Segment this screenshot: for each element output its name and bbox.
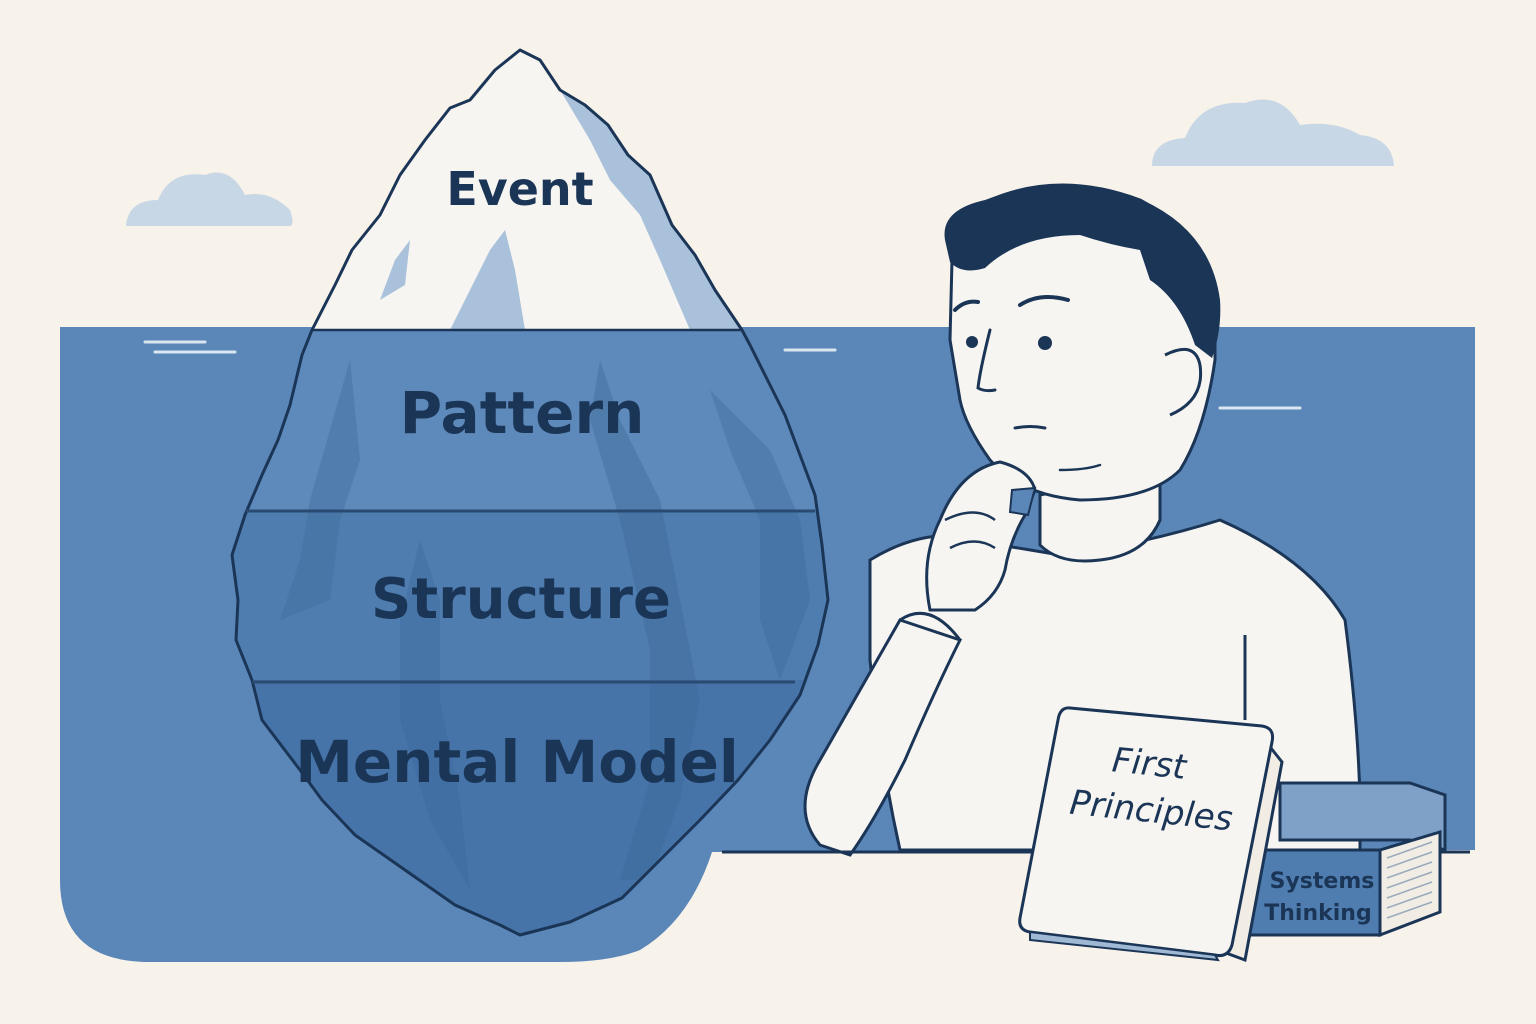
iceberg-illustration: Event Pattern Structure Mental Model	[230, 48, 830, 937]
book-title-first: First	[1110, 740, 1189, 788]
layer-label-mental-model: Mental Model	[295, 728, 739, 796]
book-icon: First Principles	[1018, 706, 1284, 963]
layer-label-pattern: Pattern	[400, 379, 645, 447]
cloud-icon	[1152, 99, 1394, 166]
cloud-icon	[126, 172, 293, 226]
book-title-thinking: Thinking	[1264, 901, 1371, 926]
layer-label-event: Event	[446, 162, 593, 216]
book-title-systems: Systems	[1270, 869, 1375, 894]
layer-label-structure: Structure	[371, 567, 671, 632]
water-ripples	[143, 340, 1302, 410]
book-icon: Systems Thinking	[1243, 781, 1447, 938]
